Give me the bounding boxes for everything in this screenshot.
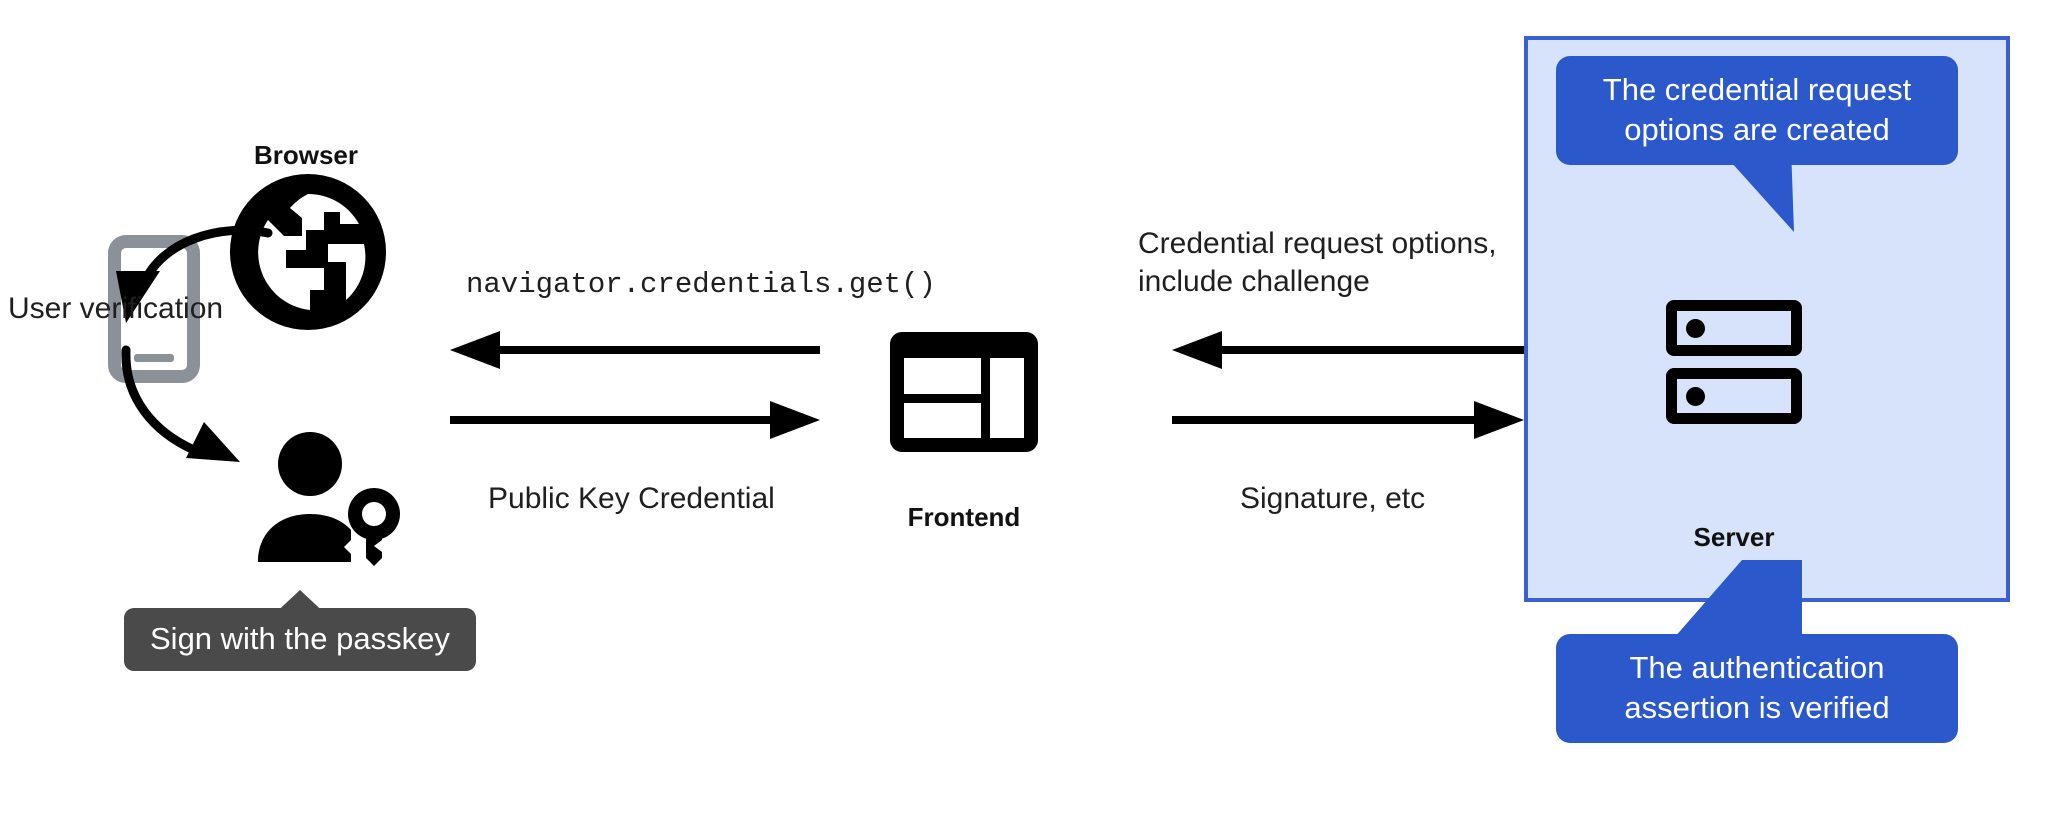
flow-label-credential-request-options: Credential request options, include chal…	[1138, 227, 1497, 299]
server-led-top	[1686, 318, 1705, 338]
arrow-browser-to-frontend	[450, 401, 820, 439]
arrow-frontend-to-browser	[450, 331, 820, 369]
server-label: Server	[1693, 522, 1775, 552]
server-led-bottom	[1686, 386, 1705, 406]
arrow-phone-to-user	[121, 345, 240, 462]
browser-window-icon	[890, 332, 1038, 452]
arrow-browser-to-phone	[116, 225, 273, 323]
arrow-frontend-to-server	[1172, 401, 1524, 439]
server-rack-icon	[1666, 300, 1802, 424]
server-unit-top	[1666, 300, 1802, 356]
browser-label: Browser	[253, 140, 359, 170]
callout-bottom-tail	[1674, 560, 1802, 638]
frontend-pane-top	[904, 358, 981, 394]
frontend-label: Frontend	[907, 502, 1021, 532]
tooltip-sign-with-passkey: Sign with the passkey	[124, 608, 476, 671]
flow-label-public-key-credential: Public Key Credential	[488, 482, 775, 515]
frontend-pane-side	[990, 358, 1024, 438]
user-verification-label: User verification	[8, 292, 224, 325]
callout-top-tail	[1706, 147, 1794, 232]
arrow-server-to-frontend	[1172, 331, 1524, 369]
globe-icon	[229, 174, 387, 330]
frontend-left-panes	[904, 358, 981, 438]
user-with-key-icon	[258, 432, 401, 566]
flow-label-signature-etc: Signature, etc	[1240, 482, 1426, 515]
frontend-pane-bottom	[904, 402, 981, 438]
callout-authentication-assertion-verified: The authentication assertion is verified	[1556, 634, 1958, 743]
server-unit-bottom	[1666, 368, 1802, 424]
callout-credential-request-options: The credential request options are creat…	[1556, 56, 1958, 165]
flow-label-navigator-credentials-get: navigator.credentials.get()	[466, 268, 936, 301]
phone-home-indicator	[134, 354, 174, 362]
